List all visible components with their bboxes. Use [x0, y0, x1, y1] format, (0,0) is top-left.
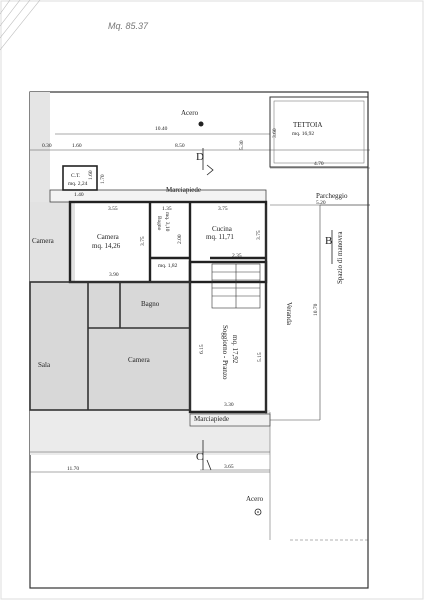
- veranda-label: Veranda: [285, 302, 293, 325]
- dim-515: 5.15: [257, 352, 263, 362]
- dim-200: 2.00: [177, 234, 183, 244]
- section-mark-b: B: [325, 235, 333, 247]
- dim-375b: 3.75: [140, 236, 146, 246]
- dim-615: 6.15: [199, 344, 205, 354]
- ct-name: C.T.: [71, 173, 81, 179]
- soggiorno-name: Soggiorno - Pranzo: [221, 325, 229, 380]
- cucina-area: mq. 11,71: [206, 233, 234, 241]
- left-shaded-block: [30, 202, 75, 282]
- dim-160: 1.60: [72, 143, 82, 149]
- section-marks: [202, 148, 333, 471]
- bagno1-name: Bagno: [156, 216, 162, 231]
- dim-520: 5.20: [316, 200, 326, 206]
- dim-1170: 11.70: [67, 466, 80, 472]
- dim-355: 3.55: [108, 206, 118, 212]
- bagno1-area: mq. 3,10: [164, 212, 170, 232]
- bagno2-name: Bagno: [141, 300, 160, 308]
- dim-140: 1.40: [74, 192, 84, 198]
- dim-360: 3.60: [272, 128, 278, 138]
- tettoia-label: TETTOIA: [293, 121, 323, 129]
- marciapiede-top-label: Marciapiede: [166, 186, 201, 194]
- camera1-area: mq. 14,26: [92, 242, 121, 250]
- section-mark-d: D: [196, 151, 204, 163]
- dim-170: 1.70: [100, 174, 106, 184]
- acero-bottom-tree-icon: [254, 508, 262, 516]
- dim-330: 3.30: [224, 402, 234, 408]
- dim-1040: 10.40: [155, 126, 168, 132]
- dim-030: 0.30: [42, 143, 52, 149]
- soggiorno-area: mq. 17,92: [231, 335, 239, 364]
- disimpegno-area: mq. 1,82: [158, 263, 178, 269]
- acero-top-label: Acero: [181, 109, 199, 117]
- dim-160b: 1.60: [88, 170, 94, 180]
- marciapiede-bottom-label: Marciapiede: [194, 415, 229, 423]
- acero-bottom-label: Acero: [246, 495, 264, 503]
- camera-left-name: Camera: [32, 237, 54, 245]
- stairs: [211, 263, 261, 309]
- camera1-name: Camera: [97, 233, 119, 241]
- dim-1070: 10.70: [313, 303, 319, 316]
- dim-235: 2.35: [232, 253, 242, 259]
- ct-room-outline: [62, 165, 98, 191]
- acero-top-tree-icon: [198, 121, 204, 127]
- neighbour-walls: [29, 281, 191, 411]
- handwritten-note: Mq. 85.37: [108, 21, 149, 31]
- bottom-dimension-lines: [30, 412, 271, 540]
- dim-375c: 3.75: [256, 230, 262, 240]
- tettoia-inner: [273, 100, 365, 164]
- corner-hatch: [0, 0, 41, 51]
- dim-390: 3.90: [109, 272, 119, 278]
- dim-375a: 3.75: [218, 206, 228, 212]
- veranda-lines: [265, 204, 370, 421]
- dim-530: 5.30: [239, 140, 245, 150]
- left-shaded-strip: [30, 92, 50, 202]
- sala-name: Sala: [38, 361, 51, 369]
- camera2-name: Camera: [128, 356, 150, 364]
- neighbour-house-shade: [30, 282, 190, 410]
- dim-850: 8.50: [175, 143, 185, 149]
- dim-365: 3.65: [224, 464, 234, 470]
- ct-area: mq. 2,24: [68, 181, 88, 187]
- section-mark-c: C: [196, 451, 204, 463]
- tettoia-area: mq. 16,92: [292, 131, 315, 137]
- dim-470: 4.70: [314, 161, 324, 167]
- cucina-name: Cucina: [212, 225, 232, 233]
- dim-135: 1.35: [162, 206, 172, 212]
- spazio-manovra-label: Spazio di manovra: [336, 231, 344, 285]
- parcheggio-label: Parcheggio: [316, 192, 348, 200]
